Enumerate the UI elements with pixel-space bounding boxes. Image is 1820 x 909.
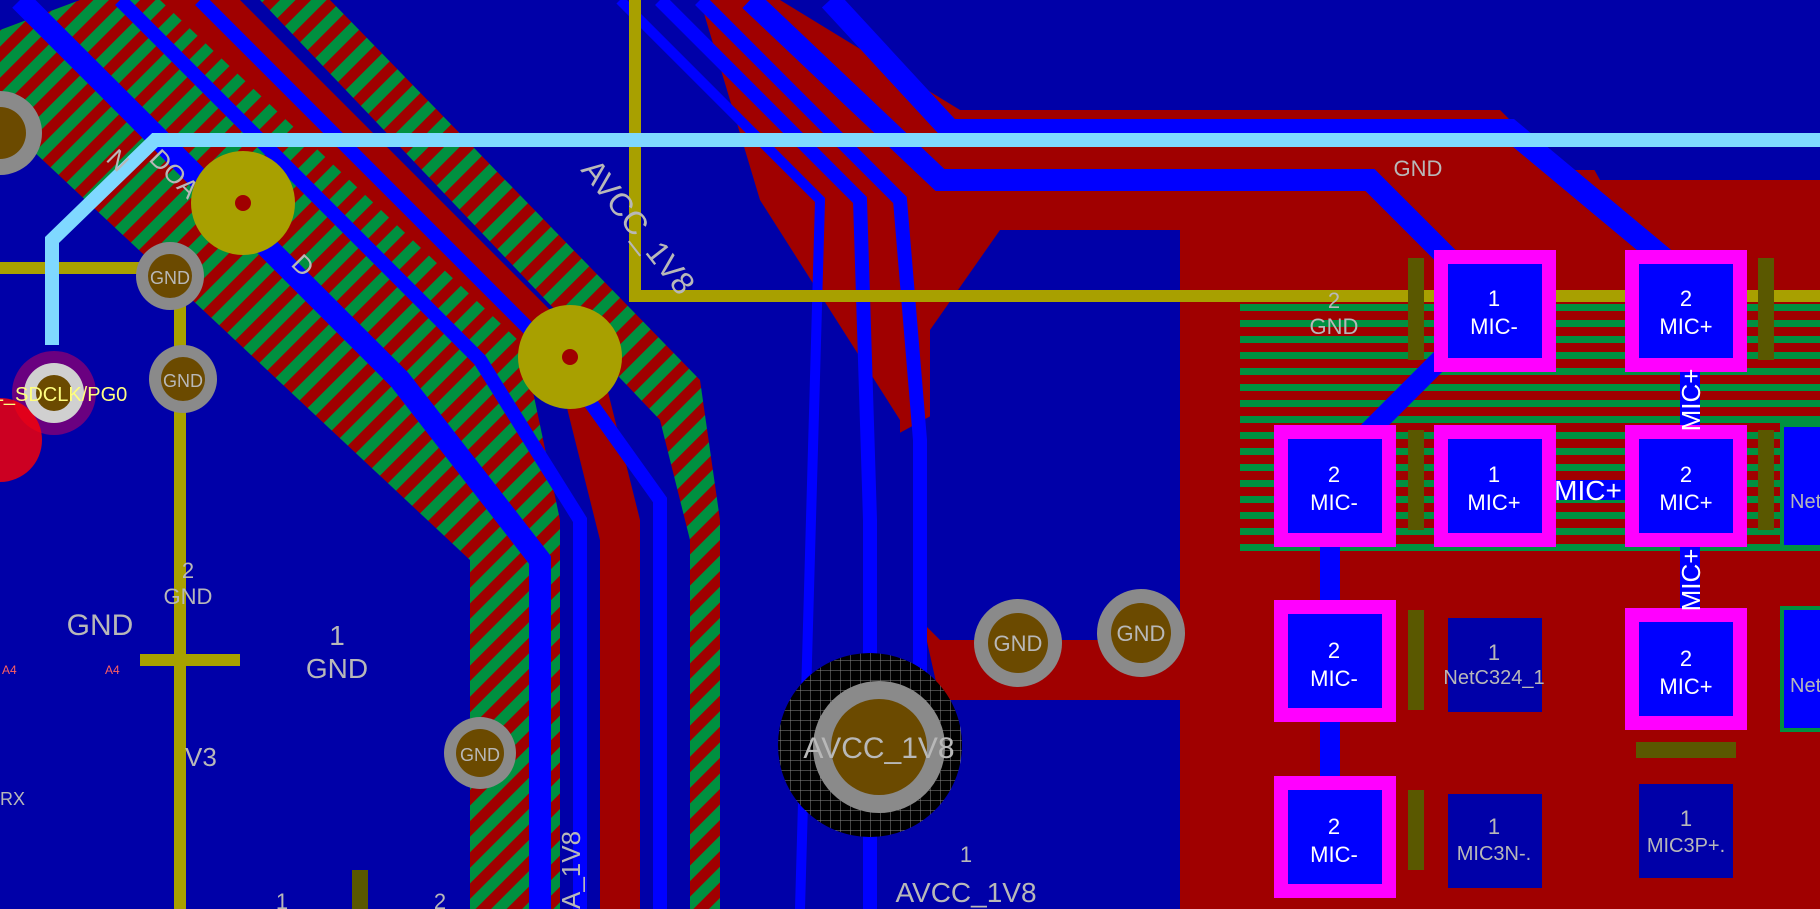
avcc-label-vertical: A_1V8 [556, 831, 586, 909]
silk-label: A4 [105, 663, 120, 677]
via-label: GND [460, 745, 500, 765]
pad-net: Net [1790, 675, 1820, 697]
pad-net: MIC+ [1659, 490, 1712, 515]
via-label: GND [994, 631, 1043, 656]
pad-number: 2 [1328, 462, 1340, 487]
via-sdclk[interactable]: L_SDCLK/PG0 [0, 351, 127, 482]
via-label: GND [150, 268, 190, 288]
pad-number: 1 [960, 842, 972, 867]
pad-number: 1 [276, 889, 288, 909]
via[interactable]: GND [136, 242, 204, 310]
avcc-label-bottom: AVCC_1V8 [895, 877, 1036, 908]
via-label: AVCC_1V8 [803, 732, 954, 765]
pad-number: 2 [1680, 286, 1692, 311]
pad[interactable]: 1 NetC324_1 [1443, 618, 1545, 712]
via[interactable] [0, 91, 42, 175]
pad-number: 2 [434, 889, 446, 909]
partial-pad-right[interactable]: Net [1780, 606, 1820, 732]
mic-pad[interactable]: 2 MIC- [1274, 600, 1396, 722]
partial-pad-right[interactable]: Net [1780, 423, 1820, 549]
via-label: GND [1117, 621, 1166, 646]
pad-net: MIC- [1470, 314, 1518, 339]
mic-trace-labels: MIC+ MIC+ MIC+ [1554, 369, 1706, 612]
gnd-label: GND [164, 584, 213, 609]
pad-net: MIC3P+. [1647, 835, 1725, 857]
pad[interactable]: 1 MIC3P+. [1639, 784, 1733, 878]
pad-number: 2 [1680, 646, 1692, 671]
pad-number: 1 [1488, 286, 1500, 311]
mic-pad[interactable]: 2 MIC+ [1625, 250, 1747, 372]
mic-pad[interactable]: 2 MIC+ [1625, 425, 1747, 547]
via-label: L_SDCLK/PG0 [0, 384, 127, 406]
mic-pad[interactable]: 1 MIC+ [1434, 425, 1556, 547]
via[interactable]: GND [974, 599, 1062, 687]
pad-number: 2 [1328, 288, 1340, 313]
silk-label: V3 [185, 742, 217, 772]
mic-pad[interactable]: 2 MIC- [1274, 425, 1396, 547]
trace-label: MIC+ [1554, 475, 1622, 506]
trace-label: MIC+ [1676, 549, 1706, 612]
pad-number: 1 [1488, 640, 1500, 665]
pad-net: MIC+ [1659, 674, 1712, 699]
pad-number: 2 [182, 558, 194, 583]
pad-net: MIC+ [1467, 490, 1520, 515]
via-label: GND [163, 371, 203, 391]
pad-number: 2 [1328, 638, 1340, 663]
trace-label: MIC+ [1676, 369, 1706, 432]
pad-net: MIC+ [1659, 314, 1712, 339]
pad-number: 1 [329, 620, 345, 651]
pad-net: Net [1790, 491, 1820, 513]
pad-net: MIC- [1310, 490, 1358, 515]
via[interactable]: GND [149, 345, 217, 413]
pad[interactable]: 1 MIC3N-. [1448, 794, 1542, 888]
gnd-label: GND [1310, 314, 1359, 339]
pad-number: 2 [1328, 814, 1340, 839]
pad-net: MIC3N-. [1457, 843, 1531, 865]
pad-number: 2 [1680, 462, 1692, 487]
pad-net: MIC- [1310, 842, 1358, 867]
copper-pour-left [0, 0, 720, 909]
mic-pad[interactable]: 2 MIC- [1274, 776, 1396, 898]
via[interactable]: AVCC_1V8 [803, 681, 955, 813]
pad-net: NetC324_1 [1443, 667, 1544, 689]
via[interactable]: GND [1097, 589, 1185, 677]
highlight-trace[interactable] [45, 133, 1820, 345]
pad-net: MIC- [1310, 666, 1358, 691]
via[interactable]: GND [444, 717, 516, 789]
gnd-label-big: GND [67, 609, 134, 642]
mounting-holes [191, 151, 622, 409]
silk-label: RX [0, 789, 25, 809]
pad-number: 1 [1680, 806, 1692, 831]
gnd-label-top: GND [1394, 156, 1443, 181]
silk-label: A4 [2, 663, 17, 677]
mic-pad[interactable]: 2 MIC+ [1625, 608, 1747, 730]
gnd-label: GND [306, 653, 368, 684]
pad-number: 1 [1488, 462, 1500, 487]
mic-pad[interactable]: 1 MIC- [1434, 250, 1556, 372]
pad-number: 1 [1488, 814, 1500, 839]
